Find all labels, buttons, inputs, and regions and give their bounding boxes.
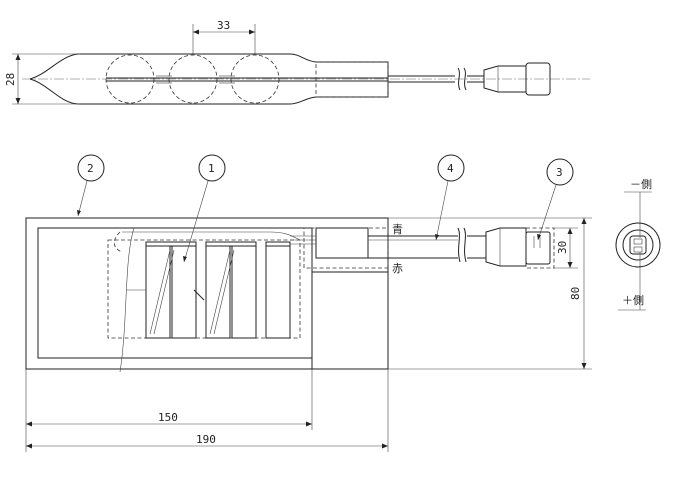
label-positive-side: ＋側 [622, 294, 644, 307]
dim-connector-height: 30 [556, 241, 569, 254]
svg-text:2: 2 [87, 162, 94, 175]
label-negative-side: －側 [630, 178, 652, 191]
label-blue-lead: 青 [392, 223, 403, 236]
svg-text:1: 1 [208, 162, 215, 175]
callouts: 2 1 4 3 [77, 154, 574, 263]
dim-width-150: 150 [158, 411, 178, 424]
svg-text:4: 4 [447, 162, 454, 175]
connector-face-view: －側 ＋側 [615, 178, 661, 311]
callout-1: 1 [183, 154, 226, 263]
label-red-lead: 赤 [392, 262, 403, 275]
callout-3: 3 [537, 158, 574, 241]
dim-pack-thickness: 28 [4, 73, 17, 86]
callout-4: 4 [435, 154, 465, 241]
dim-width-190: 190 [196, 433, 216, 446]
svg-text:3: 3 [556, 166, 563, 179]
dim-height-80: 80 [569, 287, 582, 300]
dim-cell-pitch: 33 [217, 19, 230, 32]
top-view: 33 28 [4, 19, 590, 105]
callout-2: 2 [77, 154, 105, 217]
front-view: 青 赤 30 80 150 190 [25, 217, 592, 452]
